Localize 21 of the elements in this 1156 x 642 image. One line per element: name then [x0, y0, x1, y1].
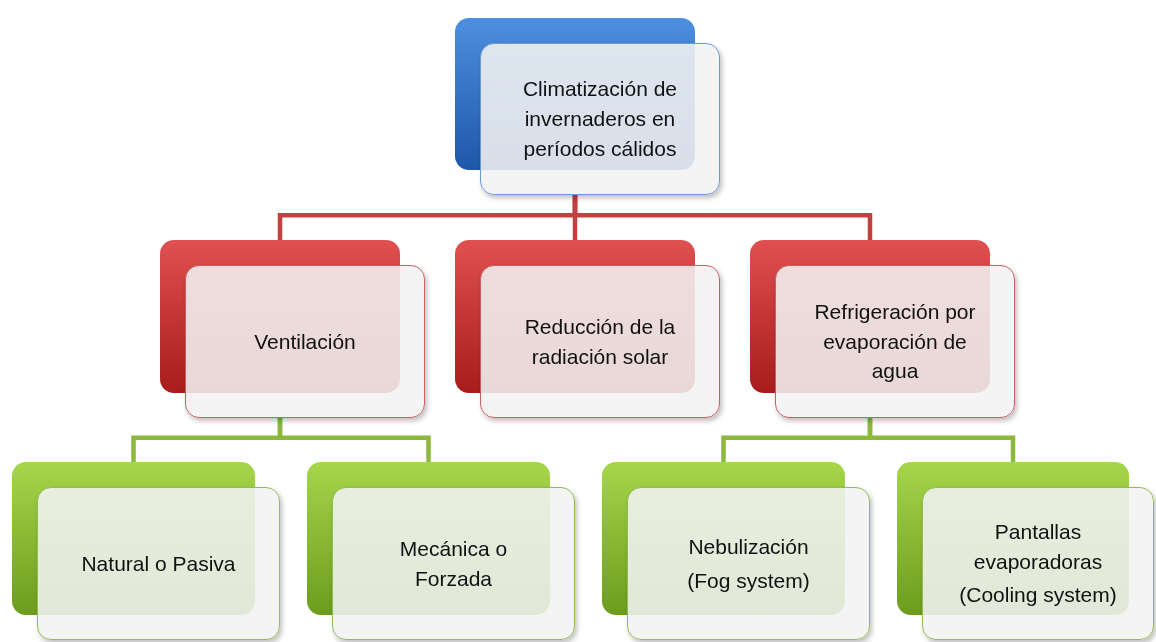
card-label: Nebulización	[688, 533, 809, 560]
card-label: (Cooling system)	[959, 582, 1117, 609]
stacked-card	[455, 18, 720, 195]
card-label: Pantallas evaporadoras	[972, 518, 1104, 575]
stacked-card	[602, 462, 870, 640]
card-label: Climatización de invernaderos en períodos cálidos	[521, 76, 679, 162]
card-label: Ventilación	[254, 328, 356, 355]
card-label: (Fog system)	[687, 567, 810, 594]
stacked-card	[160, 240, 425, 418]
stacked-card	[455, 240, 720, 418]
stacked-card	[307, 462, 575, 640]
card-label: Refrigeración por evaporación de agua	[813, 298, 977, 385]
connector-line	[867, 418, 1016, 462]
connector-line	[572, 195, 873, 240]
stacked-card	[897, 462, 1154, 640]
card-label: Reducción de la radiación solar	[523, 313, 677, 370]
stacked-card	[750, 240, 1015, 418]
card-label: Natural o Pasiva	[81, 550, 236, 577]
card-label: Mecánica o Forzada	[398, 535, 509, 592]
connector-line	[277, 418, 431, 462]
stacked-card	[12, 462, 280, 640]
